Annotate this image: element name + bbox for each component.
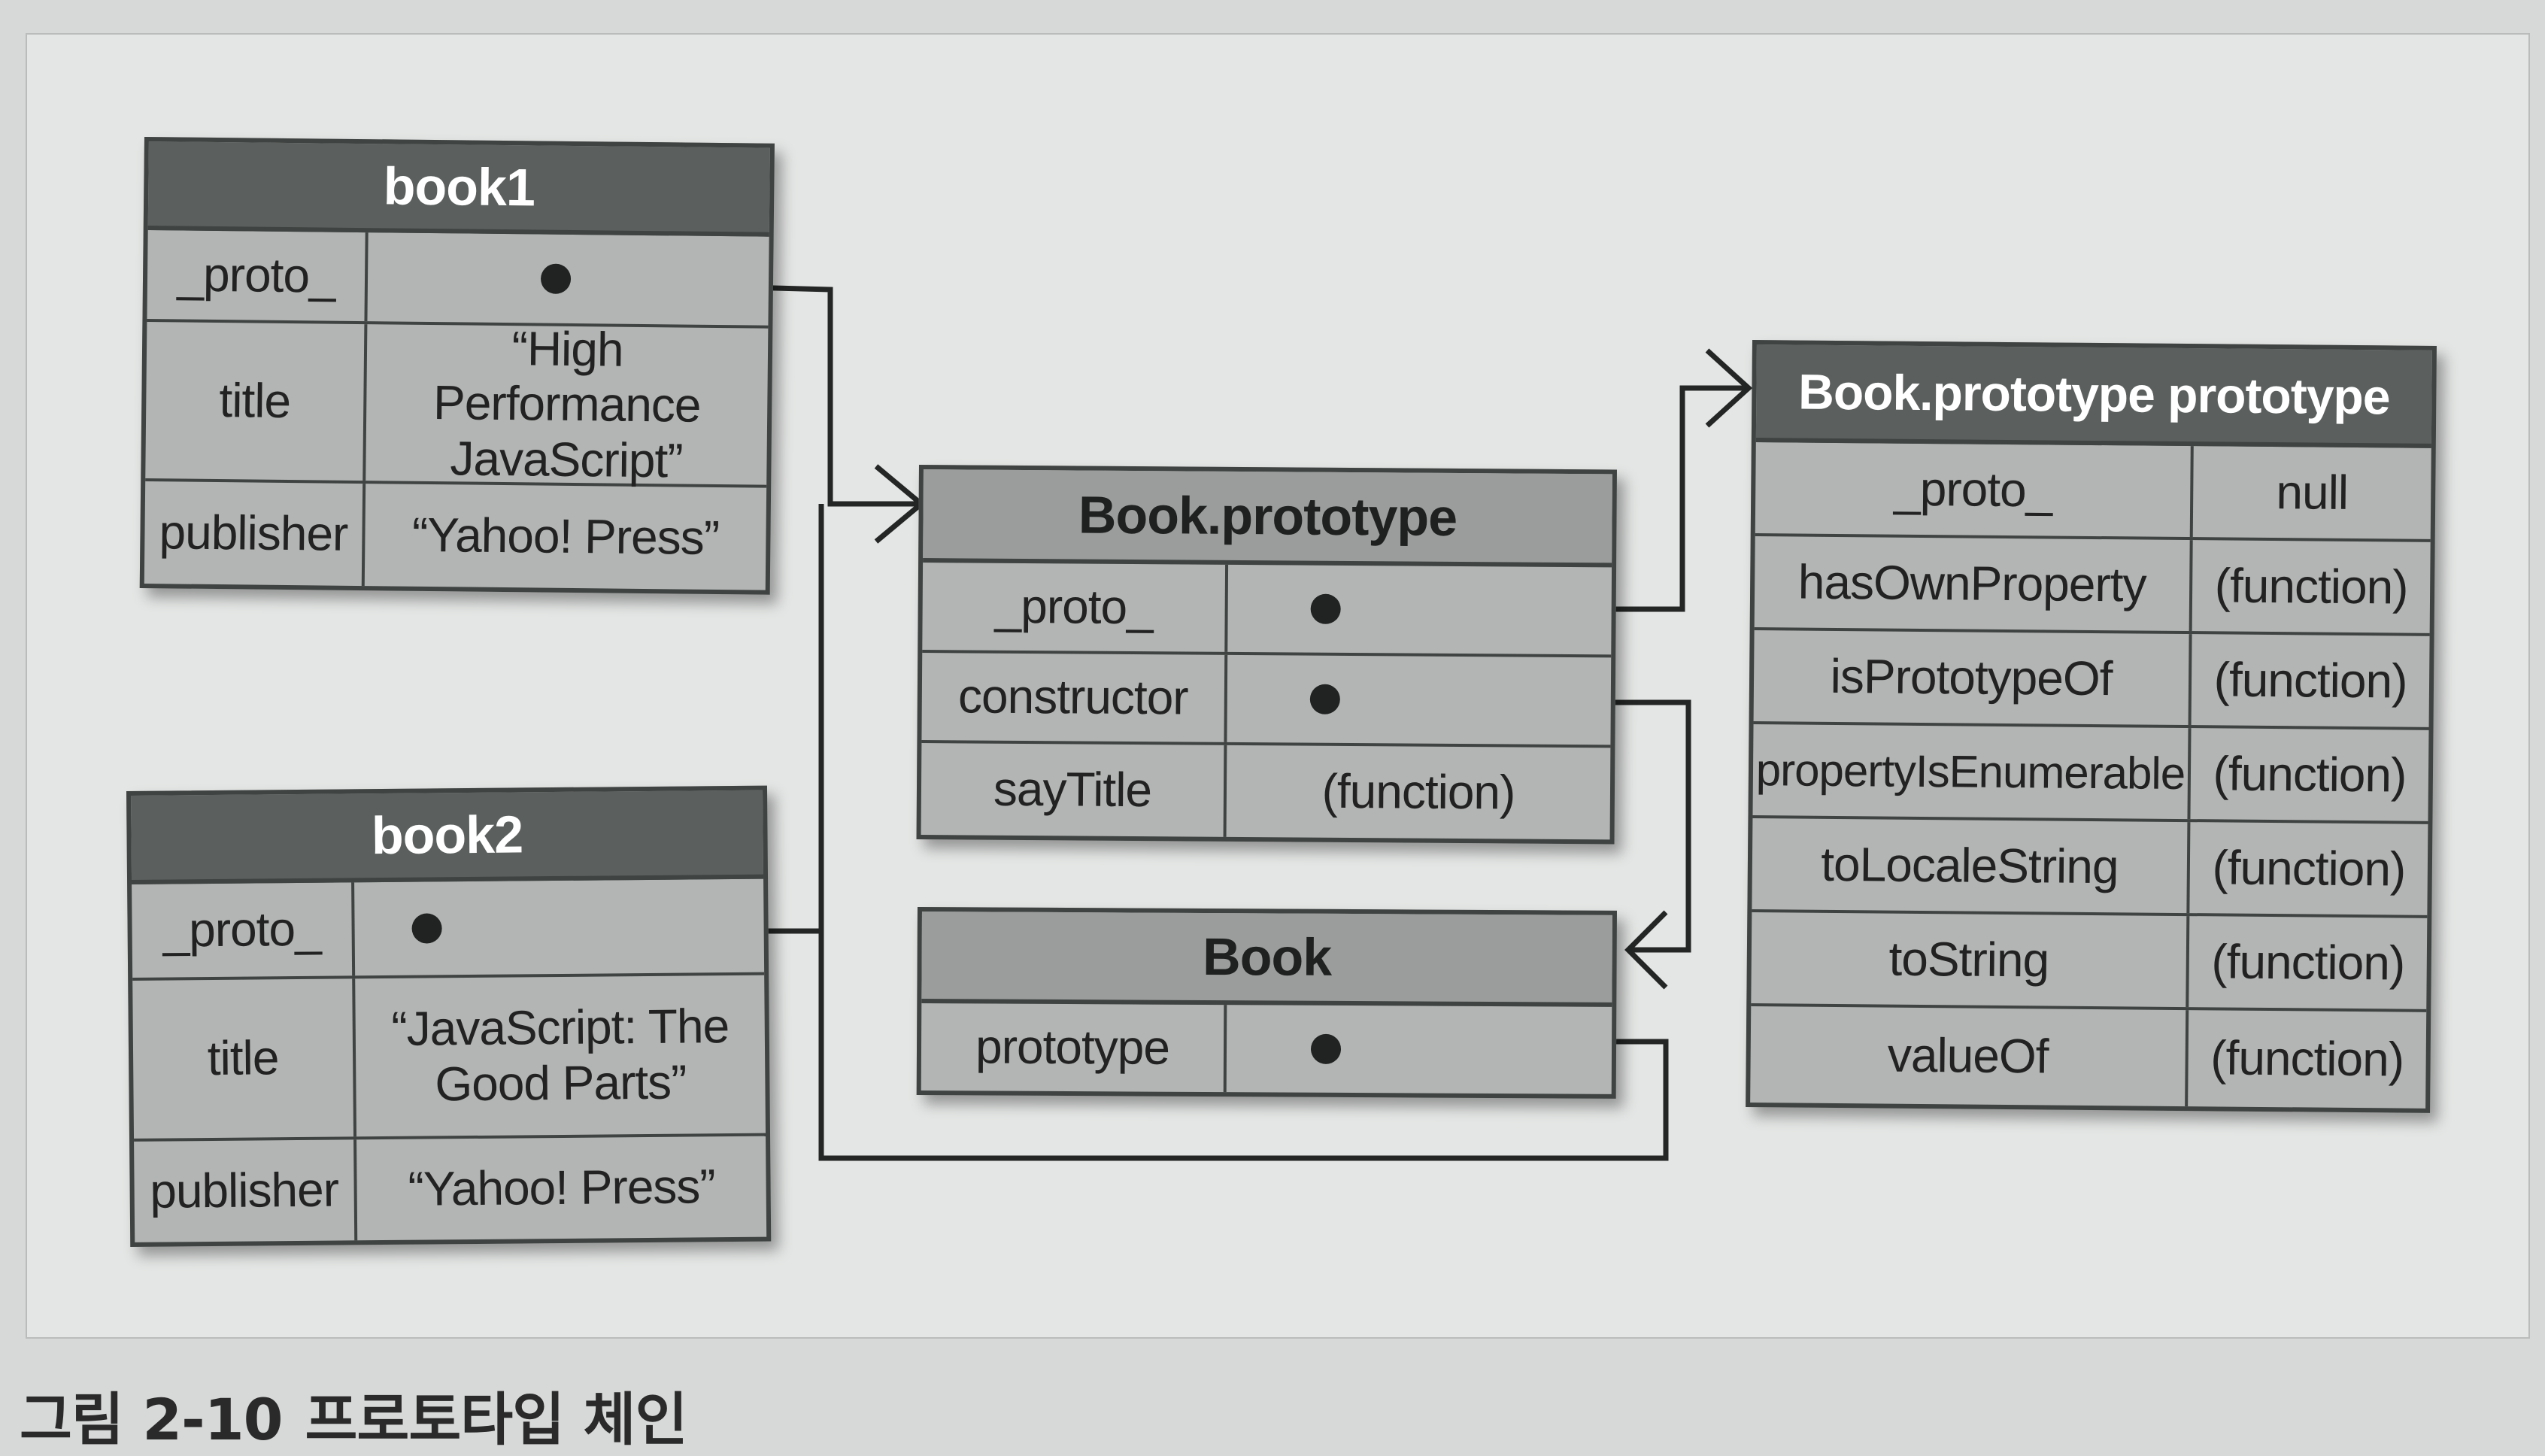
book2-title-key: title [132, 978, 357, 1139]
object-prototype-row-proto: _proto_ null [1755, 442, 2431, 542]
object-prototype-hasownproperty-value: (function) [2214, 558, 2408, 614]
figure-title: 프로토타입 체인 [305, 1386, 688, 1453]
book1-publisher-value: “Yahoo! Press” [411, 507, 720, 566]
book1-title-key: title [145, 322, 368, 481]
object-prototype-row-valueof: valueOf (function) [1750, 1006, 2426, 1109]
book-prototype-saytitle-value: (function) [1321, 763, 1515, 820]
book2-publisher-value: “Yahoo! Press” [408, 1159, 715, 1216]
book-constructor-prototype-value [1227, 1005, 1612, 1094]
book-prototype-saytitle-key: sayTitle [921, 743, 1227, 837]
object-prototype-row-propertyisenumerable: propertyIsEnumerable (function) [1752, 724, 2429, 824]
object-prototype-title: Book.prototype prototype [1755, 344, 2432, 448]
object-prototype-tostring-value: (function) [2211, 934, 2405, 990]
book-prototype-proto-pointer [1310, 593, 1341, 624]
book-constructor-row-prototype: prototype [921, 1003, 1612, 1094]
book2-row-publisher: publisher “Yahoo! Press” [134, 1136, 766, 1242]
object-prototype-tolocalestring-key: toLocaleString [1752, 818, 2191, 914]
book1-row-publisher: publisher “Yahoo! Press” [144, 481, 766, 590]
book1-proto-pointer [540, 263, 572, 294]
book-prototype-proto-value [1227, 565, 1612, 655]
book-prototype-row-constructor: constructor [921, 653, 1612, 748]
book-constructor-prototype-key: prototype [921, 1003, 1227, 1093]
object-prototype-valueof-value: (function) [2210, 1030, 2404, 1087]
book1-publisher-key: publisher [144, 481, 366, 587]
object-prototype-hasownproperty-key: hasOwnProperty [1754, 536, 2193, 632]
object-prototype-tostring-key: toString [1751, 912, 2190, 1008]
object-prototype-tolocalestring-value: (function) [2212, 840, 2406, 896]
object-prototype-row-tostring: toString (function) [1751, 912, 2428, 1012]
book1-proto-key: _proto_ [147, 230, 369, 322]
book-constructor-object: Book prototype [916, 907, 1617, 1099]
object-prototype-propertyisenumerable-value: (function) [2213, 746, 2407, 802]
book2-publisher-key: publisher [134, 1139, 358, 1242]
book1-row-title: title “High Performance JavaScript” [145, 320, 769, 488]
object-prototype-row-hasownproperty: hasOwnProperty (function) [1754, 536, 2431, 636]
object-prototype-proto-key: _proto_ [1755, 442, 2194, 538]
book-prototype-row-proto: _proto_ [922, 563, 1612, 658]
book1-object: book1 _proto_ title “High Performance Ja… [139, 137, 775, 595]
book1-title: book1 [147, 141, 770, 237]
book-prototype-row-saytitle: sayTitle (function) [921, 743, 1611, 839]
book-prototype-object: Book.prototype _proto_ constructor sayTi… [916, 465, 1617, 845]
object-prototype-isprototypeof-value: (function) [2213, 652, 2407, 708]
book-prototype-constructor-value [1227, 655, 1611, 745]
object-prototype-row-isprototypeof: isPrototypeOf (function) [1753, 630, 2430, 730]
book-prototype-title: Book.prototype [923, 469, 1612, 568]
figure-number: 그림 2-10 [20, 1386, 283, 1453]
book1-proto-value [367, 232, 769, 326]
book-prototype-proto-key: _proto_ [922, 563, 1229, 652]
book2-proto-pointer [411, 913, 442, 944]
book2-row-proto: _proto_ [132, 878, 765, 981]
arrowhead-book [1624, 910, 1668, 990]
book1-title-value: “High Performance JavaScript” [432, 320, 701, 488]
book2-object: book2 _proto_ title “JavaScript: The Goo… [126, 785, 772, 1247]
book2-proto-value [354, 879, 764, 976]
book2-row-title: title “JavaScript: The Good Parts” [132, 975, 766, 1142]
book2-title-value: “JavaScript: The Good Parts” [391, 999, 730, 1112]
figure-caption: 그림 2-10 프로토타입 체인 [20, 1373, 687, 1456]
book2-proto-key: _proto_ [132, 882, 356, 978]
object-prototype-valueof-key: valueOf [1750, 1006, 2189, 1107]
book-constructor-prototype-pointer [1310, 1033, 1342, 1064]
book1-row-proto: _proto_ [147, 230, 769, 329]
book2-title: book2 [131, 790, 764, 884]
object-prototype-propertyisenumerable-key: propertyIsEnumerable [1752, 724, 2192, 820]
book-constructor-title: Book [921, 912, 1612, 1007]
object-prototype-proto-value: null [2276, 464, 2349, 520]
object-prototype-object: Book.prototype prototype _proto_ null ha… [1746, 340, 2437, 1113]
book-prototype-constructor-key: constructor [921, 653, 1228, 742]
object-prototype-isprototypeof-key: isPrototypeOf [1753, 630, 2192, 726]
arrowhead-object-prototype [1705, 348, 1753, 428]
object-prototype-row-tolocalestring: toLocaleString (function) [1752, 818, 2428, 918]
book-prototype-constructor-pointer [1309, 684, 1340, 714]
